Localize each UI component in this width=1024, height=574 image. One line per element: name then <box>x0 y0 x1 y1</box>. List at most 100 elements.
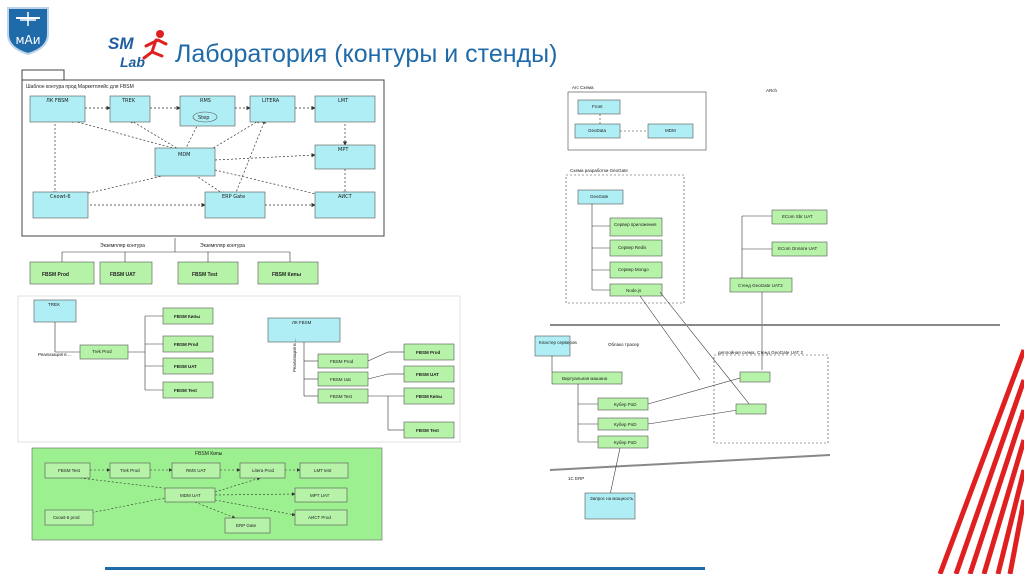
svg-text:FBSM Кипы: FBSM Кипы <box>174 314 200 319</box>
node-trek <box>109 95 151 123</box>
svg-text:Litera Prod: Litera Prod <box>252 468 275 473</box>
svg-text:ERP Gate: ERP Gate <box>236 523 257 528</box>
svg-text:RMS UAT: RMS UAT <box>186 468 206 473</box>
bottom-accent-bar <box>105 567 705 570</box>
node-lk-fbsm <box>29 95 86 123</box>
svg-text:Кубер PoD: Кубер PoD <box>614 402 637 407</box>
svg-text:FBSM Prod: FBSM Prod <box>174 342 199 347</box>
deploy-label: деплойная схема. Стенд GeoGate UAT 2 <box>718 349 803 355</box>
erp-label: 1С ERP <box>568 476 584 481</box>
cloud-label: Облако трасер <box>608 342 640 347</box>
arc-front <box>577 99 621 115</box>
svg-text:FBSM Кипы: FBSM Кипы <box>272 272 301 278</box>
p3-erp-gate <box>224 517 271 534</box>
svg-text:GeoData: GeoData <box>588 128 607 133</box>
svg-text:FBSM UAT: FBSM UAT <box>110 272 135 278</box>
svg-text:Сервер приложения: Сервер приложения <box>614 222 657 227</box>
svg-text:FBSM UAT: FBSM UAT <box>174 364 197 369</box>
svg-text:LITERA: LITERA <box>262 98 280 104</box>
instance-fbsm-uat <box>99 261 153 285</box>
svg-text:MDM UAT: MDM UAT <box>180 493 201 498</box>
svg-text:Кубер PoD: Кубер PoD <box>614 422 637 427</box>
panel-1: Шаблон контура прод Маркетплейс для FBSM <box>21 69 385 285</box>
node-lmt <box>314 95 376 123</box>
svg-text:АИСТ Prod: АИСТ Prod <box>308 515 331 520</box>
red-stripes-decoration <box>937 349 1024 574</box>
svg-text:FBSM Uat: FBSM Uat <box>330 377 352 382</box>
deploy-node-2 <box>735 403 767 415</box>
svg-text:FBSM Test: FBSM Test <box>330 394 353 399</box>
svg-text:Кластер серверов: Кластер серверов <box>539 340 577 345</box>
svg-text:FBSM Test: FBSM Test <box>58 468 81 473</box>
instance-fbsm-prod <box>29 261 95 285</box>
logo-sm-text: SM <box>108 34 134 53</box>
panel-3-title: FBSM Кипы <box>195 451 223 457</box>
node-step <box>192 111 218 123</box>
p3-mdm-uat <box>164 487 216 503</box>
svg-text:Скоwt-6: Скоwt-6 <box>50 194 71 200</box>
p3-mpt-uat <box>294 487 348 503</box>
node-aist <box>314 191 376 219</box>
p3-litera-prod <box>239 462 286 479</box>
node-erp-gate <box>204 191 266 219</box>
svg-text:ЛК FBSM: ЛК FBSM <box>292 320 312 325</box>
instance-fbsm-test <box>177 261 239 285</box>
node-litera <box>249 95 296 123</box>
p3-trek-prod <box>109 462 151 479</box>
svg-text:FBSM Test: FBSM Test <box>416 428 439 433</box>
svg-text:Trek Prod: Trek Prod <box>92 349 112 354</box>
p3-rms-uat <box>171 462 221 479</box>
stand-geogate-uat2 <box>729 277 793 293</box>
svg-text:MPT: MPT <box>338 147 349 153</box>
svg-text:MDM: MDM <box>178 152 190 158</box>
cluster-servers <box>534 335 571 357</box>
panel-3: FBSM Кипы FBSM Test Trek Prod RMS UAT Li… <box>31 447 383 541</box>
smlab-logo <box>100 28 172 78</box>
svg-text:GeoGate: GeoGate <box>590 194 609 199</box>
geo-title: Схема разработки GeoGate <box>570 168 628 173</box>
svg-text:Скоwt-6 prod: Скоwt-6 prod <box>53 515 80 520</box>
svg-text:FBSM Prod: FBSM Prod <box>42 272 69 278</box>
erp-request <box>584 492 636 520</box>
svg-text:Сервер Redis: Сервер Redis <box>618 245 647 250</box>
svg-text:RMS: RMS <box>200 98 211 104</box>
svg-text:Сервер Mongo: Сервер Mongo <box>618 267 649 272</box>
instance-fbsm-kipy <box>257 261 319 285</box>
svg-text:Trek Prod: Trek Prod <box>120 468 140 473</box>
right-diagrams: Arc Схема ARch Front GeoData MDM Схема р… <box>534 85 1000 520</box>
svg-text:FBSM Test: FBSM Test <box>174 388 197 393</box>
panel-2: TREK Реализация в ... Trek Prod FBSM Кип… <box>17 295 461 443</box>
mai-logo: мАи <box>4 4 52 56</box>
node-mdm <box>154 147 216 177</box>
geo-app-server <box>609 217 663 237</box>
svg-text:Стенд GeoGate UAT2: Стенд GeoGate UAT2 <box>738 283 783 288</box>
deploy-node-1 <box>739 371 771 383</box>
svg-text:FBSM Кипы: FBSM Кипы <box>416 394 442 399</box>
svg-text:FBSM Test: FBSM Test <box>192 272 218 278</box>
virtual-machine <box>551 371 623 385</box>
instance-label-2: Экземпляр контура <box>200 243 245 249</box>
instance-label-1: Экземпляр контура <box>100 243 145 249</box>
svg-text:АИСТ: АИСТ <box>338 194 353 200</box>
svg-text:ECom Sbr UAT: ECom Sbr UAT <box>782 214 813 219</box>
svg-text:LMT: LMT <box>338 98 349 104</box>
svg-text:TREK: TREK <box>48 302 60 307</box>
p3-fbsm-test <box>44 462 91 479</box>
svg-text:TREK: TREK <box>121 98 136 104</box>
panel-1-title: Шаблон контура прод Маркетплейс для FBSM <box>26 83 134 90</box>
svg-text:Запрос на мощность: Запрос на мощность <box>590 496 634 501</box>
page-title: Лаборатория (контуры и стенды) <box>175 40 558 68</box>
p3-skout <box>44 509 94 526</box>
p2-lk-fbsm <box>267 317 341 343</box>
node-mpt <box>314 144 376 170</box>
p2-left-label: Реализация в ... <box>38 352 72 357</box>
svg-text:Виртуальная машина: Виртуальная машина <box>562 376 608 381</box>
svg-text:Node.js: Node.js <box>626 288 642 293</box>
ecom-sbr <box>771 209 828 225</box>
arc-title: Arc Схема <box>572 85 594 90</box>
svg-text:Step: Step <box>198 115 209 121</box>
p3-lmt-test <box>299 462 349 479</box>
svg-text:MPT UAT: MPT UAT <box>310 493 330 498</box>
arc-mdm <box>647 123 694 139</box>
